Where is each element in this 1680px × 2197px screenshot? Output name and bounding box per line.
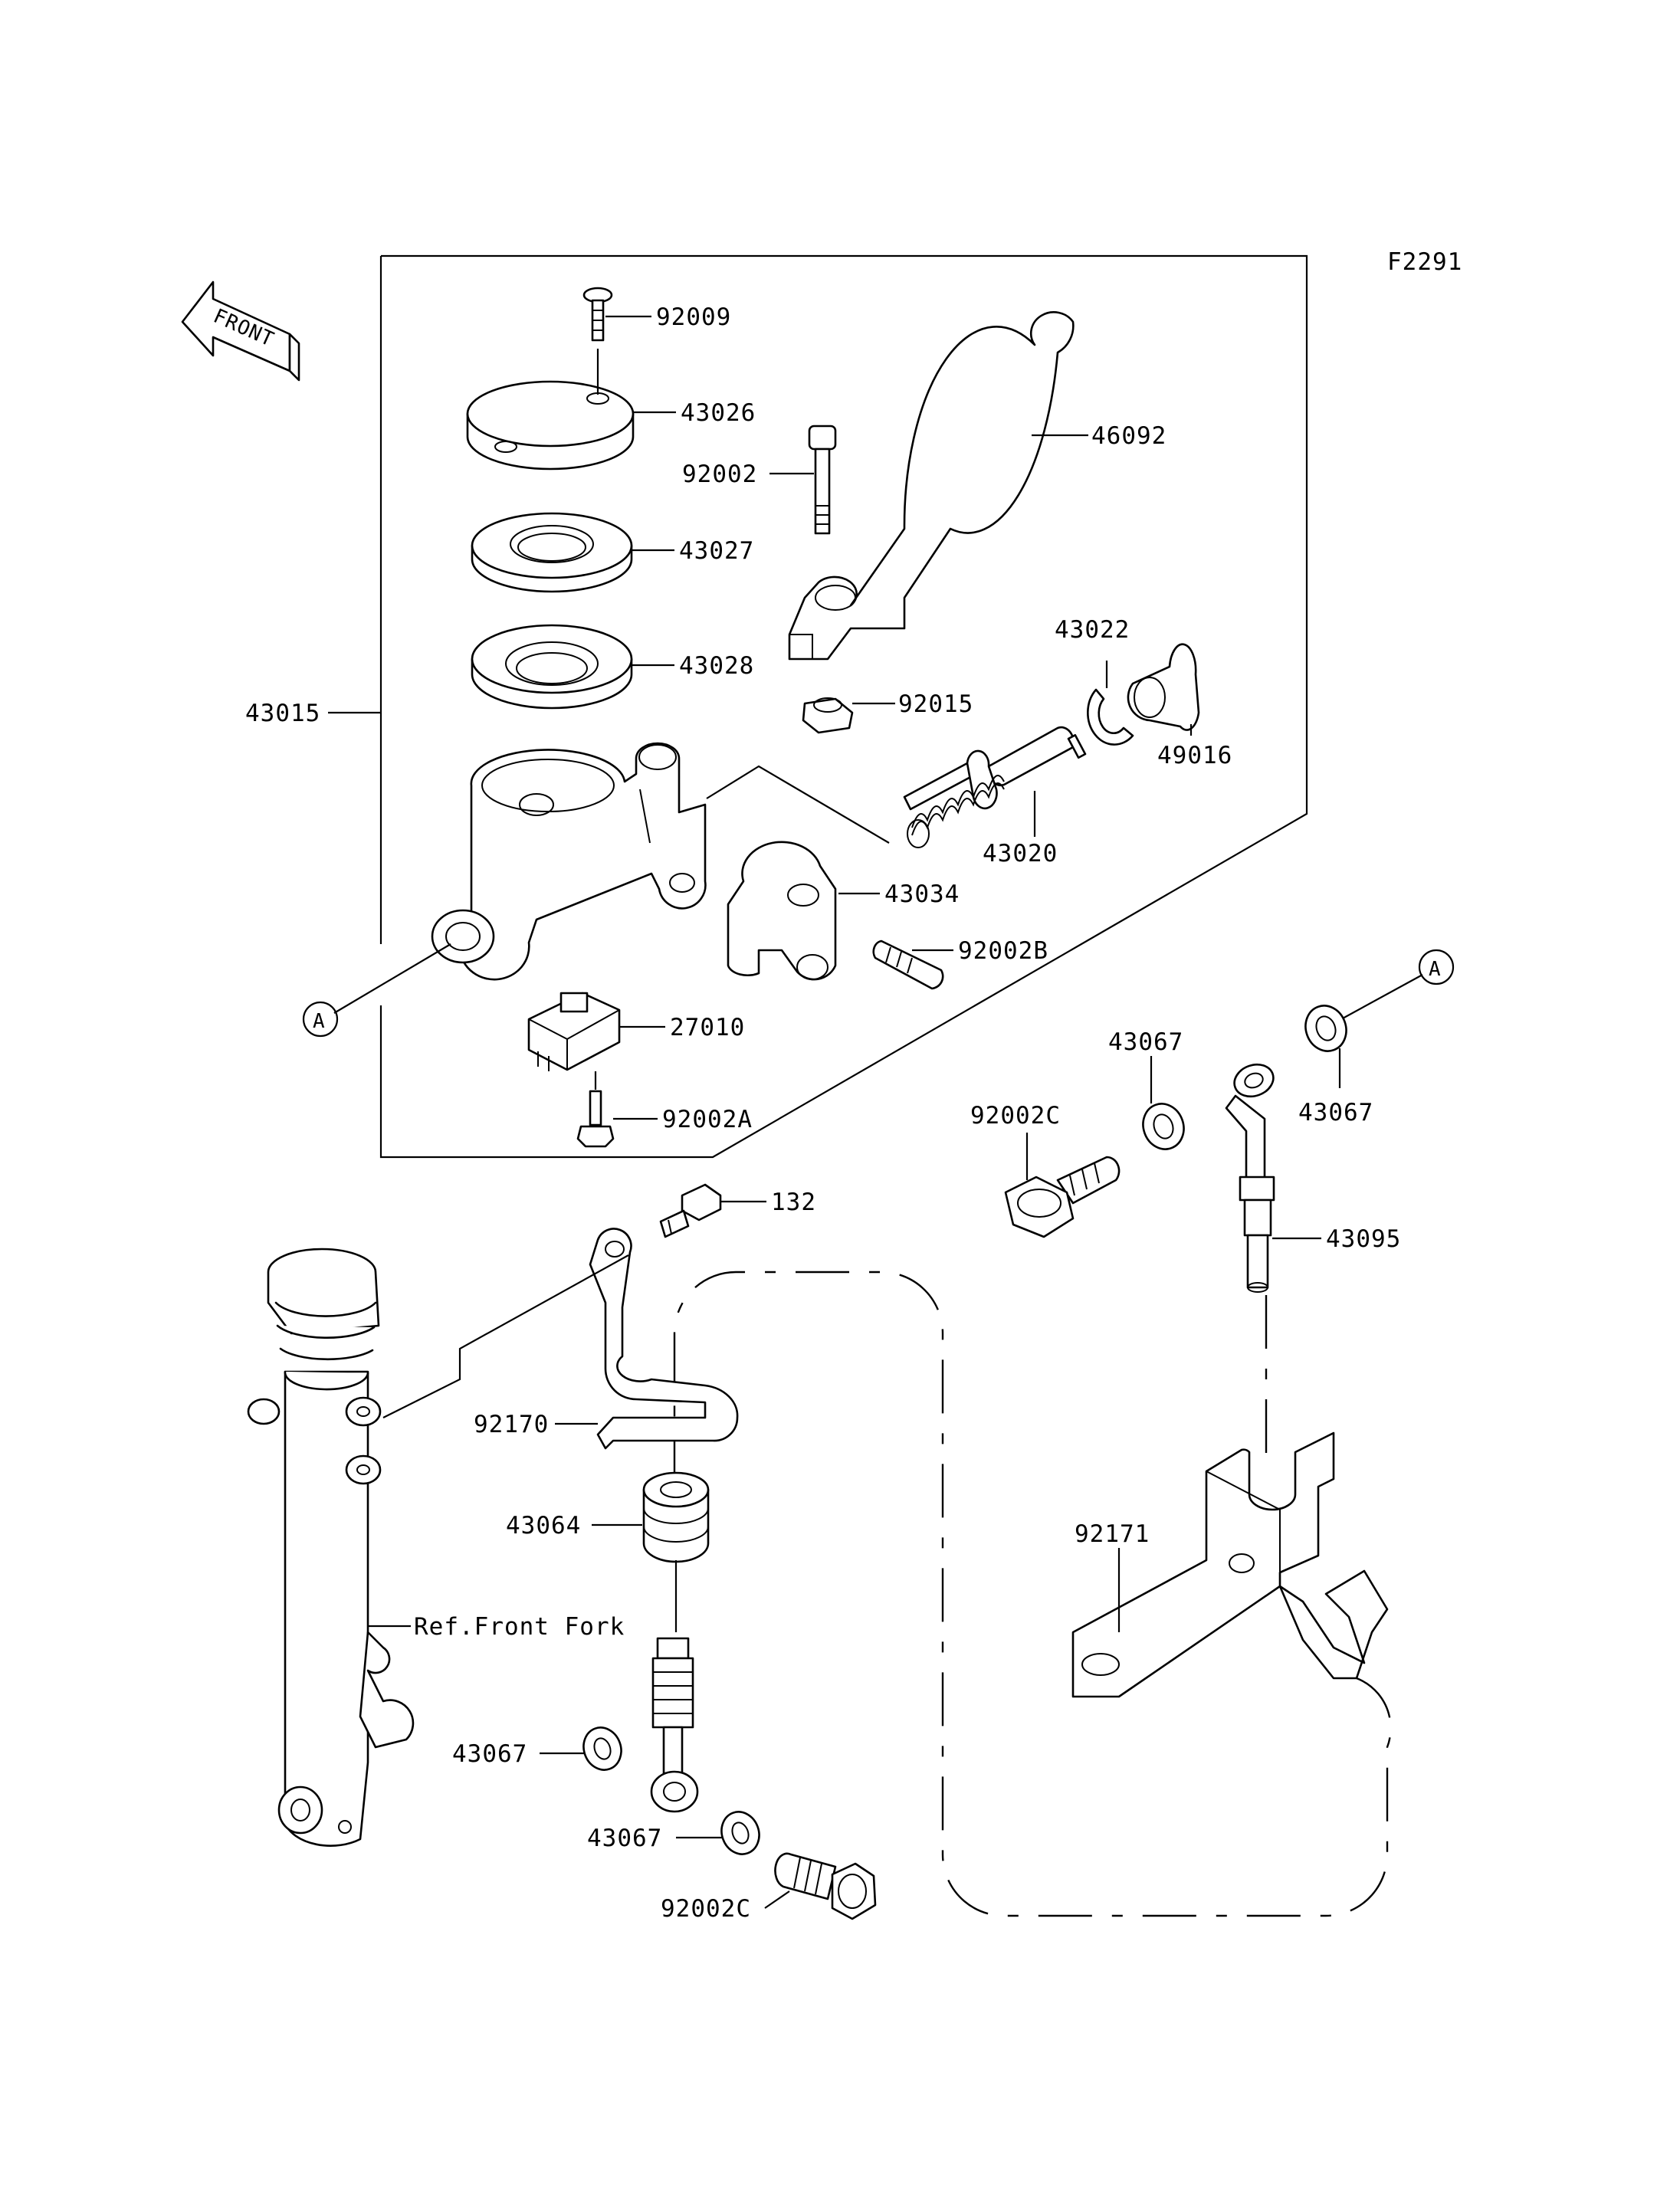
- screw-92009: [582, 287, 613, 342]
- ref-front-fork-note: Ref.Front Fork: [414, 1613, 625, 1641]
- washer-43067-upper-mid: [1142, 1103, 1185, 1150]
- dust-boot-49016: [1127, 643, 1200, 731]
- label-92002C-a: 92002C: [970, 1102, 1061, 1130]
- label-27010: 27010: [670, 1014, 745, 1041]
- holder-clamp-43034: [727, 841, 837, 981]
- label-43064: 43064: [506, 1512, 581, 1540]
- label-92009: 92009: [656, 303, 731, 331]
- label-92171: 92171: [1075, 1520, 1150, 1548]
- piston-assembly-43020: [903, 726, 1087, 848]
- circlip-43022: [1087, 688, 1134, 746]
- label-132: 132: [771, 1189, 816, 1216]
- pivot-bolt-92002: [808, 425, 837, 535]
- banjo-bolt-92002C-upper: [1004, 1156, 1121, 1238]
- label-43067-d: 43067: [587, 1825, 662, 1852]
- label-46092: 46092: [1091, 422, 1166, 450]
- label-92002: 92002: [682, 461, 757, 488]
- front-arrow-icon: FRONT: [181, 280, 300, 382]
- pipe-clamp-92170: [589, 1228, 739, 1450]
- ref-marker-right: A: [1429, 958, 1442, 981]
- ref-marker-left: A: [313, 1010, 326, 1033]
- label-92002A: 92002A: [662, 1106, 753, 1133]
- label-92015: 92015: [898, 690, 973, 718]
- label-43020: 43020: [983, 840, 1058, 867]
- lower-hose-fitting: [650, 1637, 699, 1813]
- washer-43067-lower-right: [720, 1811, 760, 1855]
- grommet-43064: [642, 1471, 710, 1563]
- label-92002B: 92002B: [958, 937, 1048, 965]
- nut-92015: [802, 697, 854, 734]
- washer-43067-lower-left: [582, 1726, 622, 1771]
- diaphragm-plate-43027: [471, 512, 633, 593]
- label-49016: 49016: [1157, 742, 1232, 769]
- figure-code: F2291: [1387, 248, 1462, 276]
- label-43034: 43034: [884, 880, 960, 908]
- label-43027: 43027: [679, 537, 754, 565]
- washer-43067-upper-right: [1304, 1005, 1347, 1052]
- label-43022: 43022: [1055, 616, 1130, 644]
- label-43067-c: 43067: [452, 1740, 527, 1768]
- diaphragm-43028: [471, 624, 633, 710]
- label-43028: 43028: [679, 652, 754, 680]
- front-fork: [247, 1248, 415, 1847]
- label-43026: 43026: [681, 399, 756, 427]
- screw-92002A: [576, 1090, 615, 1148]
- bolt-132: [659, 1183, 722, 1238]
- label-43015: 43015: [245, 700, 320, 727]
- label-43067-a: 43067: [1108, 1028, 1183, 1056]
- bolt-92002B: [872, 939, 944, 990]
- label-92002C-b: 92002C: [661, 1895, 751, 1923]
- master-cylinder-body: [431, 742, 707, 981]
- reservoir-cap-43026: [466, 380, 635, 471]
- assembly-frame: [379, 254, 1308, 1159]
- hose-bracket-92171: [1071, 1431, 1389, 1698]
- label-43067-b: 43067: [1298, 1099, 1373, 1126]
- banjo-bolt-92002C-lower: [774, 1852, 877, 1920]
- brake-lever-46092: [788, 311, 1075, 661]
- hose-fitting-43095: [1225, 1063, 1275, 1293]
- label-43095: 43095: [1326, 1225, 1401, 1253]
- label-92170: 92170: [474, 1411, 549, 1438]
- brake-switch-27010: [527, 992, 621, 1071]
